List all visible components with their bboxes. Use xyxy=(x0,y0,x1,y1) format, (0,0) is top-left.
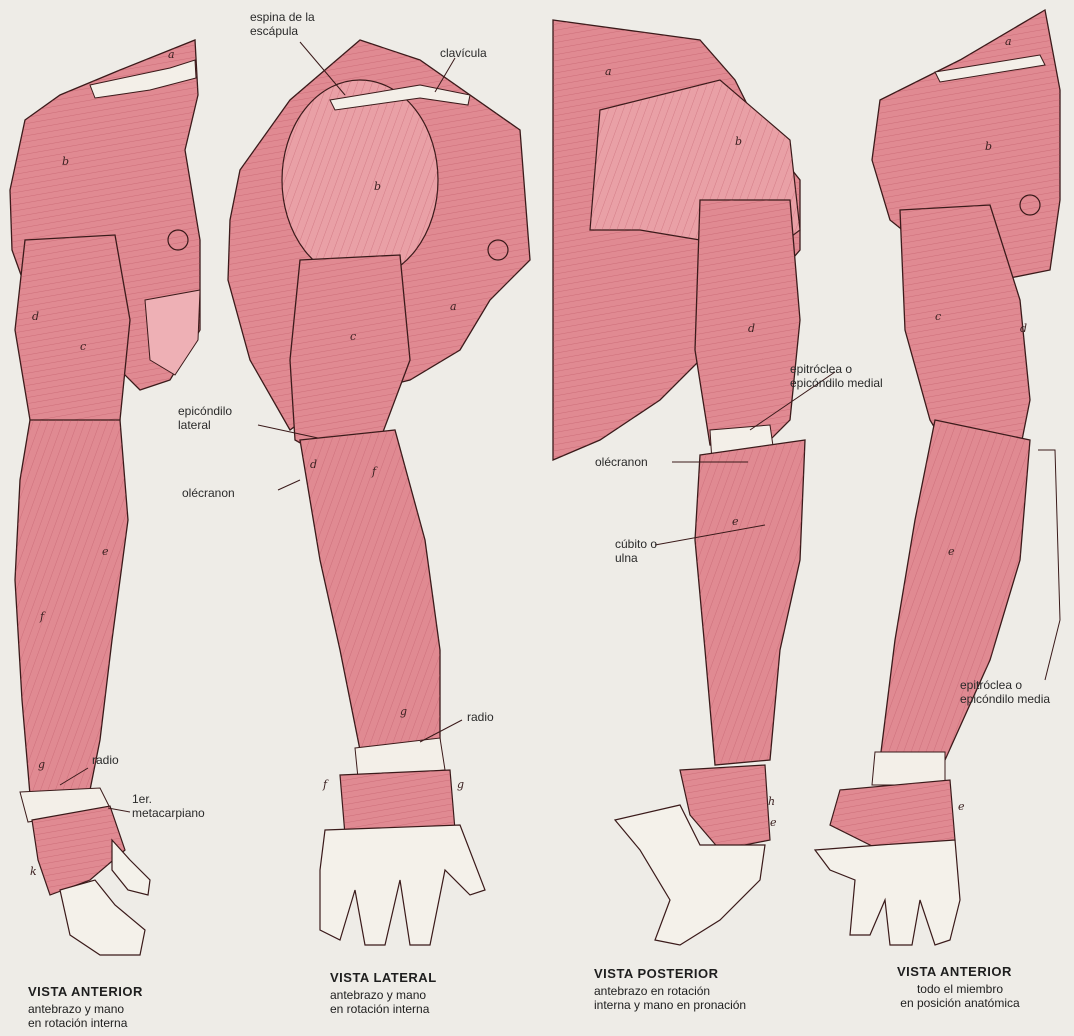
muscle-letter: f xyxy=(40,610,44,623)
muscle-letter: h xyxy=(768,795,775,808)
muscle-letter: b xyxy=(62,155,69,168)
figure-lateral xyxy=(228,40,530,945)
label-cubito-ulna: cúbito o ulna xyxy=(615,537,657,565)
muscle-letter: e xyxy=(958,800,965,813)
muscle-letter: a xyxy=(1005,35,1012,48)
muscle-letter: d xyxy=(748,322,755,335)
muscle-letter: d xyxy=(1020,322,1027,335)
muscle-letter: a xyxy=(168,48,175,61)
muscle-letter: c xyxy=(80,340,86,353)
label-epitroclea-anterior: epitróclea o epicóndilo media xyxy=(960,678,1050,706)
muscle-letter: e xyxy=(770,816,777,829)
muscle-letter: b xyxy=(985,140,992,153)
label-espina-escapula: espina de la escápula xyxy=(250,10,315,38)
label-clavicula: clavícula xyxy=(440,46,487,60)
muscle-letter: b xyxy=(735,135,742,148)
label-epitroclea-posterior: epitróclea o epicóndilo medial xyxy=(790,362,883,390)
label-metacarpiano: 1er. metacarpiano xyxy=(132,792,205,820)
muscle-letter: a xyxy=(450,300,457,313)
muscle-letter: b xyxy=(374,180,381,193)
muscle-letter: f xyxy=(372,465,376,478)
label-radio-anterior: radio xyxy=(92,753,119,767)
label-olecranon-posterior: olécranon xyxy=(595,455,648,469)
muscle-letter: e xyxy=(948,545,955,558)
muscle-letter: e xyxy=(732,515,739,528)
caption-subtitle-posterior: antebrazo en rotación interna y mano en … xyxy=(594,984,746,1012)
figure-anterior-right xyxy=(815,10,1060,945)
caption-subtitle-lateral: antebrazo y mano en rotación interna xyxy=(330,988,429,1016)
muscle-letter: g xyxy=(457,778,464,791)
muscle-letter: g xyxy=(400,705,407,718)
caption-subtitle-anterior-right: todo el miembro en posición anatómica xyxy=(880,982,1040,1010)
caption-title-anterior-right: VISTA ANTERIOR xyxy=(897,964,1012,979)
muscle-letter: g xyxy=(38,758,45,771)
label-olecranon-lateral: olécranon xyxy=(182,486,235,500)
caption-title-posterior: VISTA POSTERIOR xyxy=(594,966,719,981)
muscle-letter: e xyxy=(102,545,109,558)
muscle-letter: k xyxy=(30,865,37,878)
muscle-letter: d xyxy=(32,310,39,323)
muscle-letter: d xyxy=(310,458,317,471)
label-epicondilo-lateral: epicóndilo lateral xyxy=(178,404,232,432)
caption-title-anterior-left: VISTA ANTERIOR xyxy=(28,984,143,999)
label-radio-lateral: radio xyxy=(467,710,494,724)
muscle-letter: c xyxy=(350,330,356,343)
muscle-letter: c xyxy=(935,310,941,323)
muscle-letter: a xyxy=(605,65,612,78)
caption-subtitle-anterior-left: antebrazo y mano en rotación interna xyxy=(28,1002,127,1030)
muscle-letter: f xyxy=(323,778,327,791)
caption-title-lateral: VISTA LATERAL xyxy=(330,970,437,985)
